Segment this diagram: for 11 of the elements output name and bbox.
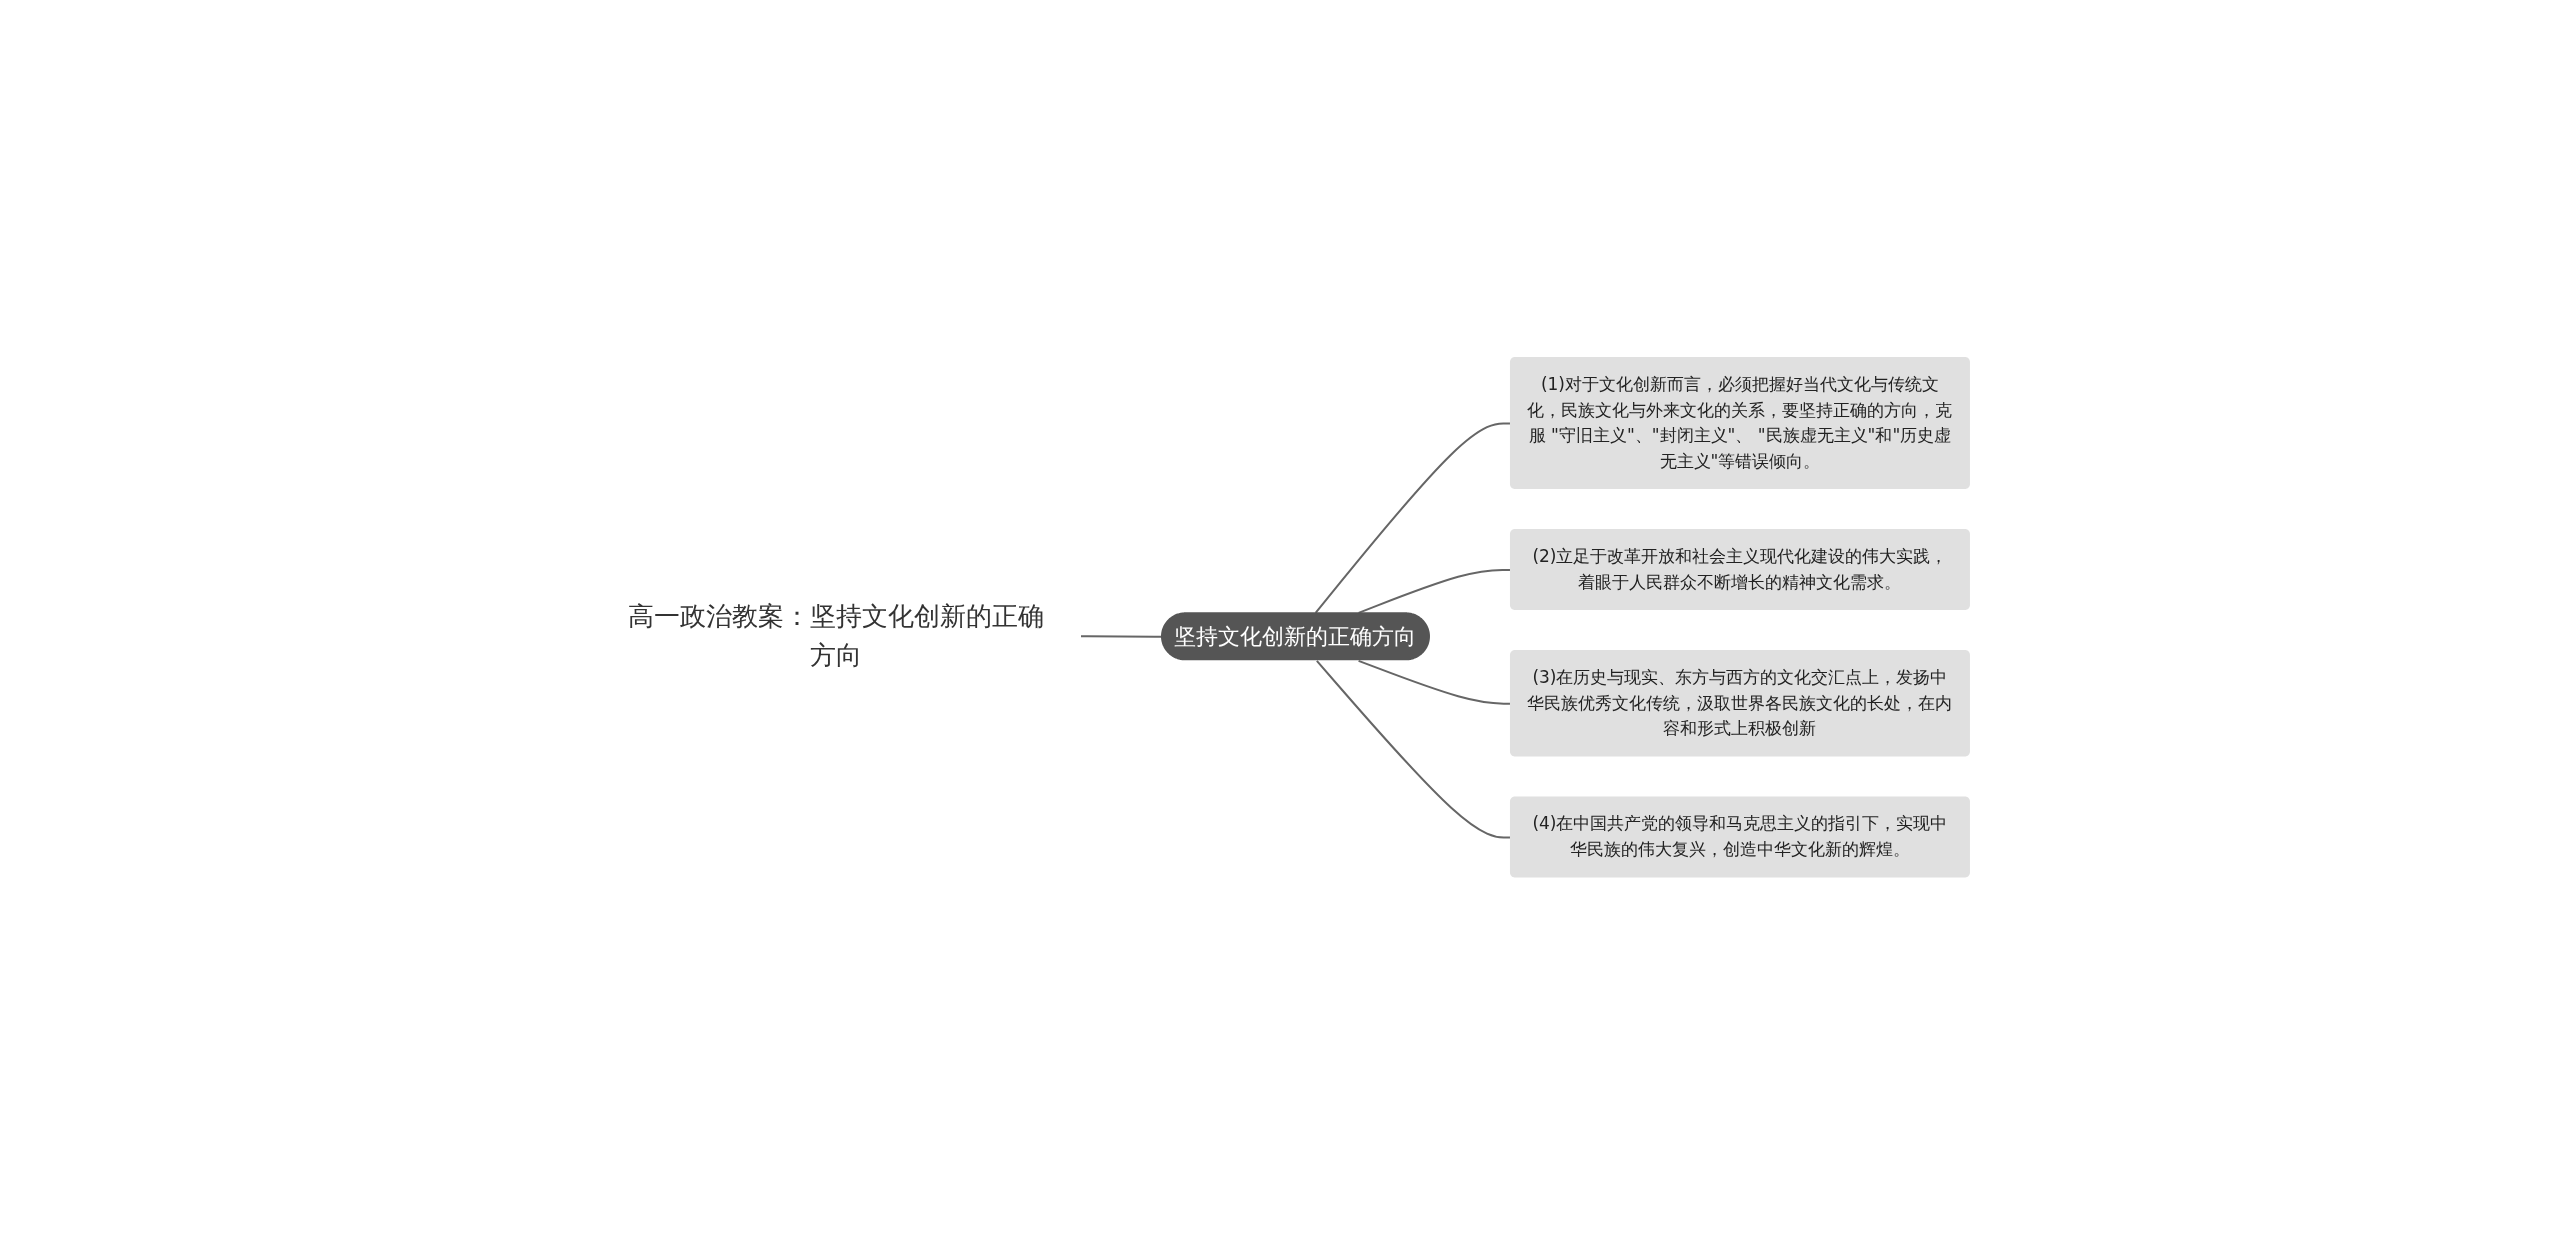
node-box: (1)对于文化创新而言，必须把握好当代文化与传统文化，民族文化与外来文化的关系，要坚持正确的方向，克服 "守旧主义"、"封闭主义"、 "民族虚无主义"和"历史虚无主义"等错误倾向。 <box>1509 357 1970 490</box>
connector <box>1315 660 1511 839</box>
connector <box>1357 660 1511 705</box>
node-box: (2)立足于改革开放和社会主义现代化建设的伟大实践，着眼于人民群众不断增长的精神文化需求。 <box>1509 529 1970 611</box>
connector <box>1079 635 1162 639</box>
node-text: 高一政治教案：坚持文化创新的正确方向 <box>627 601 1044 671</box>
connector <box>1357 569 1511 615</box>
connector <box>1314 422 1511 615</box>
node-box: (3)在历史与现实、东方与西方的文化交汇点上，发扬中华民族优秀文化传统，汲取世界各民族文化的长处，在内容和形式上积极创新 <box>1509 650 1970 757</box>
node-box: 坚持文化创新的正确方向 <box>1160 612 1430 661</box>
node-box: (4)在中国共产党的领导和马克思主义的指引下，实现中华民族的伟大复兴，创造中华文化新的辉煌。 <box>1509 796 1970 878</box>
